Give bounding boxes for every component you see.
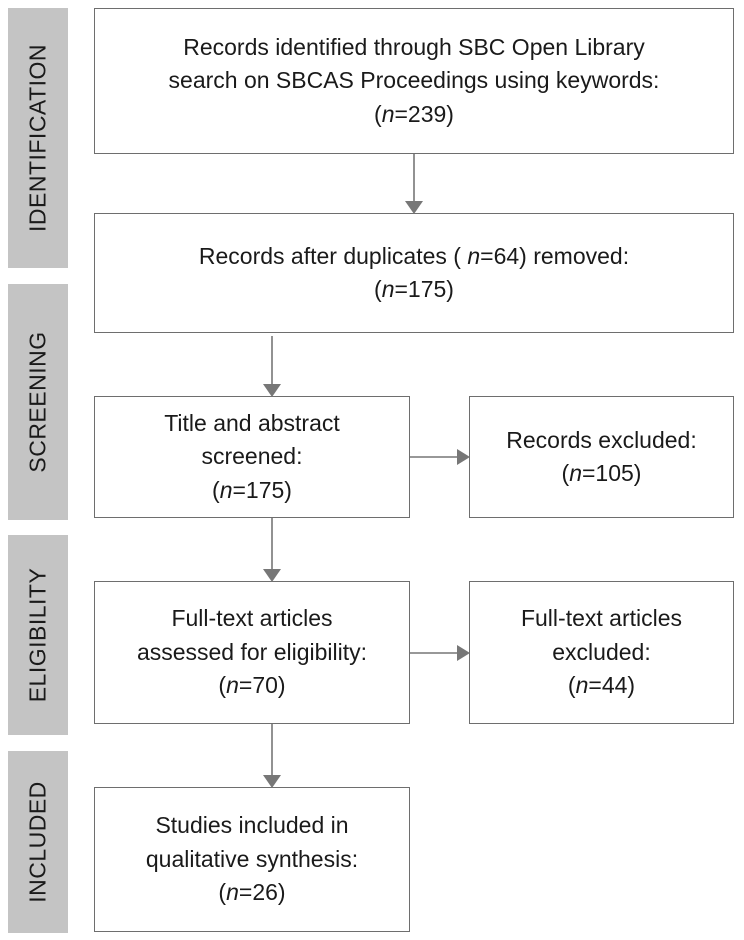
box-full-text-excluded-count: (n=44) — [567, 672, 636, 699]
stage-eligibility: ELIGIBILITY — [8, 535, 68, 735]
box-full-text-assessed: Full-text articles assessed for eligibil… — [94, 581, 410, 724]
stage-identification: IDENTIFICATION — [8, 8, 68, 268]
box-after-duplicates: Records after duplicates ( n=64) removed… — [94, 213, 734, 333]
stage-included: INCLUDED — [8, 751, 68, 933]
box-full-text-assessed-line1: Full-text articles — [171, 605, 333, 632]
box-full-text-excluded-line1: Full-text articles — [520, 605, 683, 632]
box-full-text-assessed-line2: assessed for eligibility: — [136, 638, 368, 665]
box-studies-included: Studies included in qualitative synthesi… — [94, 787, 410, 932]
box-after-duplicates-line1: Records after duplicates ( n=64) removed… — [198, 242, 630, 269]
box-full-text-assessed-count: (n=70) — [218, 672, 286, 699]
stage-screening: SCREENING — [8, 284, 68, 520]
box-title-abstract-line1: Title and abstract — [164, 409, 340, 436]
box-title-abstract-line2: screened: — [201, 443, 303, 470]
box-records-identified-line1: Records identified through SBC Open Libr… — [183, 33, 645, 60]
box-records-excluded-line1: Records excluded: — [506, 426, 697, 453]
box-after-duplicates-count: (n=175) — [374, 276, 454, 302]
box-records-identified: Records identified through SBC Open Libr… — [94, 8, 734, 154]
stage-screening-label: SCREENING — [24, 331, 51, 473]
box-title-abstract-count: (n=175) — [212, 476, 292, 503]
box-records-excluded-count: (n=105) — [561, 460, 642, 486]
box-studies-included-line2: qualitative synthesis: — [145, 845, 359, 872]
box-records-excluded: Records excluded: (n=105) — [469, 396, 734, 518]
box-full-text-excluded-line2: excluded: — [552, 638, 651, 665]
box-studies-included-line1: Studies included in — [155, 812, 349, 839]
box-records-identified-line2: search on SBCAS Proceedings using keywor… — [168, 67, 660, 94]
box-studies-included-count: (n=26) — [218, 879, 286, 906]
box-records-identified-count: (n=239) — [374, 100, 454, 127]
stage-included-label: INCLUDED — [24, 781, 51, 903]
stage-identification-label: IDENTIFICATION — [24, 43, 51, 233]
box-title-abstract-screened: Title and abstract screened: (n=175) — [94, 396, 410, 518]
box-full-text-excluded: Full-text articles excluded: (n=44) — [469, 581, 734, 724]
stage-eligibility-label: ELIGIBILITY — [24, 567, 51, 703]
